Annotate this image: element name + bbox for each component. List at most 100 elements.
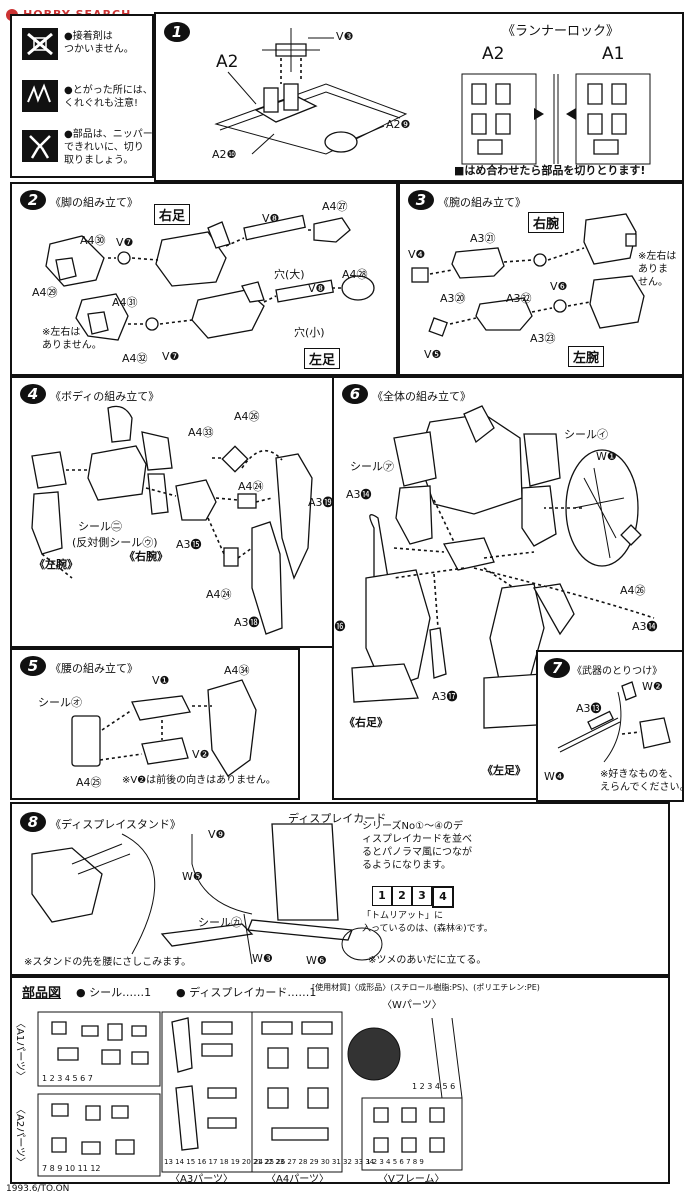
parts-a1-label: 〈A1パーツ〉 [14, 1017, 26, 1082]
parts-a2-numbers: 7 8 9 10 11 12 [42, 1164, 101, 1173]
step-5-number: 5 [20, 656, 46, 676]
step-6-a3-17: A3⓱ [432, 690, 458, 703]
step-5-title: 《腰の組み立て》 [50, 662, 138, 675]
step-8-v9: V❾ [208, 828, 226, 841]
step-7-a3-13: A3⓭ [576, 702, 602, 715]
step-2-v8-a: V❽ [262, 212, 280, 225]
step-6-left-leg: 《左足》 [482, 764, 526, 777]
step-2-a4-30: A4㉚ [80, 234, 106, 247]
step-3-left-arm-tag: 左腕 [568, 346, 605, 367]
step-7-note: ※好きなものを、 えらんでください。 [600, 769, 684, 793]
step-4-a4-24a: A4㉔ [238, 480, 264, 493]
step-5-note: ※V❷は前後の向きはありません。 [122, 775, 276, 786]
step-3-title: 《腕の組み立て》 [438, 196, 526, 209]
nipper-icon [22, 130, 58, 162]
step-3-a3-21: A3㉑ [470, 232, 496, 245]
step-3-a3-22: A3㉒ [506, 292, 532, 305]
parts-card: ● ディスプレイカード……1 [176, 986, 317, 999]
step-5-v1: V❶ [152, 674, 170, 687]
step-5-box: 5 《腰の組み立て》 シール㋔ V❶ V❷ A4㉞ A4㉕ ※V❷は前後の向きは… [10, 648, 300, 800]
step-2-hole-small: 穴(小) [294, 326, 325, 339]
step-2-illustration [45, 214, 375, 341]
step-8-w5: W❺ [182, 870, 203, 883]
step-2-v8-b: V❽ [308, 282, 326, 295]
step-1-a2-label: A2 [216, 52, 239, 72]
runner-lock-title: 《ランナーロック》 [502, 24, 620, 39]
step-5-a4-34: A4㉞ [224, 664, 250, 677]
step-1-illustration [214, 28, 651, 165]
step-2-hole-big: 穴(大) [274, 268, 305, 281]
step-6-a3-14a: A3⓮ [346, 488, 372, 501]
step-3-v5: V❺ [424, 348, 442, 361]
step-5-v2: V❷ [192, 748, 210, 761]
parts-a3-label: 〈A3パーツ〉 [170, 1174, 234, 1184]
series-cell-3: 3 [412, 886, 432, 906]
step-4-right-arm-caption: 《右腕》 [124, 550, 168, 563]
step-8-title: 《ディスプレイスタンド》 [50, 818, 181, 831]
step-8-w3: W❸ [252, 952, 273, 965]
step-2-v7-b: V❼ [162, 350, 180, 363]
step-1-a2-10-label: A2❿ [212, 148, 237, 161]
step-3-v4: V❹ [408, 248, 426, 261]
step-6-illustration [351, 405, 655, 729]
step-4-seal-sub: (反対側シール㋒) [72, 536, 158, 549]
parts-w-numbers: 1 2 3 4 5 6 [412, 1082, 456, 1091]
step-4-title: 《ボディの組み立て》 [50, 390, 160, 403]
step-3-a3-20: A3⑳ [440, 292, 466, 305]
step-6-seal-a: シール㋐ [350, 460, 394, 473]
step-7-title: 《武器のとりつけ》 [572, 666, 663, 677]
parts-seal: ● シール……1 [76, 986, 152, 999]
step-2-right-leg-tag: 右足 [154, 204, 191, 225]
parts-a4-numbers: 24 25 26 27 28 29 30 31 32 33 34 [254, 1158, 375, 1166]
step-4-a3-18: A3⓲ [234, 616, 260, 629]
step-2-note: ※左右は ありません。 [42, 327, 102, 351]
step-8-series-text: シリーズNo①〜④のディスプレイカードを並べるとパノラマ風につながるようになりま… [362, 821, 472, 871]
step-7-w2: W❷ [642, 680, 663, 693]
step-8-series-caption: 「トムリアット」に 入っているのは、(森林④)です。 [362, 911, 493, 934]
footer-code: 1993.6/TO.ON [6, 1184, 70, 1194]
step-4-a4-26: A4㉖ [234, 410, 260, 423]
step-6-a3-16: A3⓰ [334, 620, 346, 633]
runner-lock-a2: A2 [482, 44, 505, 64]
step-8-note-left: ※スタンドの先を腰にさしこみます。 [24, 957, 192, 968]
parts-a2-label: 〈A2パーツ〉 [14, 1103, 26, 1168]
step-3-right-arm-tag: 右腕 [528, 212, 565, 233]
parts-w-label: 〈Wパーツ〉 [382, 1000, 442, 1011]
sharp-edge-icon [22, 80, 58, 112]
series-cell-2: 2 [392, 886, 412, 906]
step-8-illustration [31, 823, 383, 965]
note-1-text: ●接着剤は つかいません。 [64, 31, 134, 55]
step-2-title: 《脚の組み立て》 [50, 196, 138, 209]
step-2-box: 2 《脚の組み立て》 右足 左足 A4㉚ A4㉙ A4㉛ A4㉜ A4㉗ A4㉘… [10, 182, 398, 376]
series-cell-1: 1 [372, 886, 392, 906]
step-8-card: ディスプレイカード [288, 812, 387, 825]
step-2-a4-32: A4㉜ [122, 352, 148, 365]
step-3-note: ※左右は ありま せん。 [638, 251, 677, 288]
step-5-a4-25: A4㉕ [76, 776, 102, 789]
parts-v-label: 〈Vフレーム〉 [378, 1174, 445, 1184]
step-2-a4-28: A4㉘ [342, 268, 368, 281]
step-5-illustration [71, 679, 257, 777]
step-6-w1: W❶ [596, 450, 617, 463]
step-1-v3-label: V❸ [336, 30, 354, 43]
step-4-illustration [31, 405, 313, 635]
step-2-left-leg-tag: 左足 [304, 348, 341, 369]
step-7-w4: W❹ [544, 770, 565, 783]
step-3-box: 3 《腕の組み立て》 右腕 左腕 A3㉑ A3⑳ A3㉒ A3㉓ V❹ V❺ V… [398, 182, 684, 376]
parts-a3-numbers: 13 14 15 16 17 18 19 20 21 22 23 [164, 1158, 285, 1166]
step-2-a4-29: A4㉙ [32, 286, 58, 299]
step-4-a4-24b: A4㉔ [206, 588, 232, 601]
step-8-w6: W❻ [306, 954, 327, 967]
step-6-title: 《全体の組み立て》 [372, 390, 471, 403]
series-cell-4: 4 [432, 886, 454, 908]
step-6-number: 6 [342, 384, 368, 404]
step-7-illustration [557, 681, 671, 763]
step-2-v7-a: V❼ [116, 236, 134, 249]
step-1-a2-9-label: A2❾ [386, 118, 411, 131]
step-6-seal-i: シール㋑ [564, 428, 608, 441]
step-6-a3-14b: A3⓮ [632, 620, 658, 633]
step-4-seal: シール㊁ [78, 520, 122, 533]
parts-a1-numbers: 1 2 3 4 5 6 7 [42, 1074, 93, 1083]
step-7-box: 7 《武器のとりつけ》 A3⓭ W❷ W❹ ※好きなものを、 えらんでください。 [536, 650, 684, 802]
step-4-box: 4 《ボディの組み立て》 A4㉝ A4㉖ A4㉔ A4㉔ A3⓯ A3⓳ A3⓲… [10, 376, 340, 648]
